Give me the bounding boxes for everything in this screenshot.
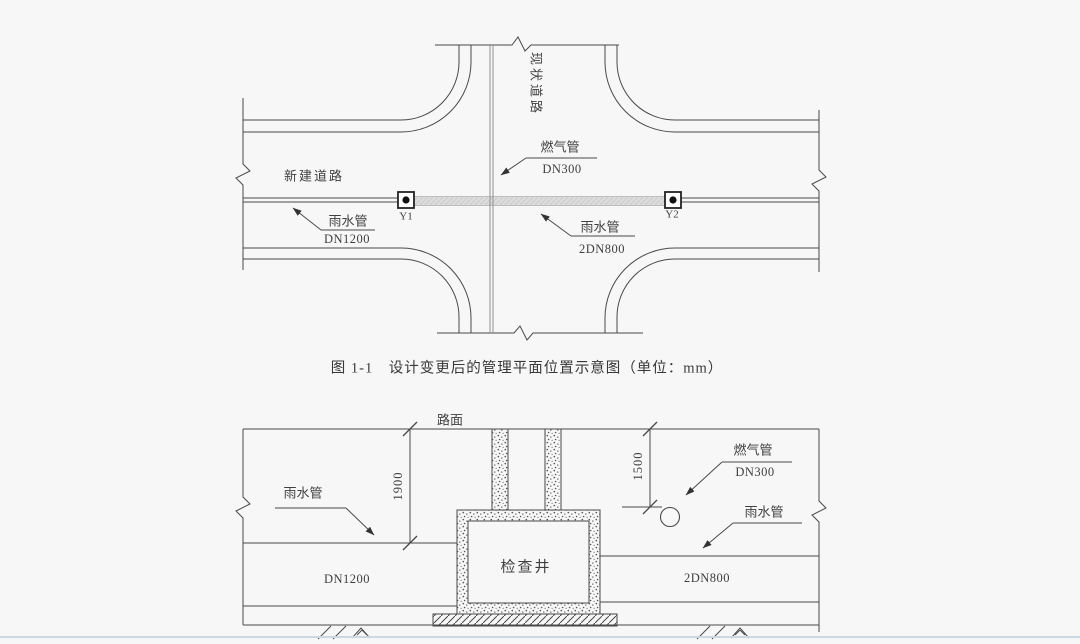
- label-plan-rain-right: 雨水管: [580, 219, 620, 235]
- label-road-surface: 路面: [436, 412, 464, 428]
- section-view: [235, 421, 827, 640]
- dimension-1900: [402, 421, 418, 551]
- manhole-marker-y1: [397, 191, 415, 209]
- plan-gas-pipe-line: [489, 45, 494, 333]
- label-depth-1900: 1900: [390, 471, 405, 501]
- label-inspection-well: 检查井: [500, 559, 552, 576]
- plan-road-edges: [243, 45, 819, 333]
- label-sec-gas-pipe: 燃气管: [733, 442, 773, 458]
- label-plan-gas-pipe: 燃气管: [540, 139, 580, 155]
- page-divider: [0, 636, 1080, 638]
- label-plan-rain-left: 雨水管: [328, 213, 368, 229]
- label-plan-rain-right-spec: 2DN800: [578, 241, 626, 256]
- figure-caption: 图 1-1 设计变更后的管理平面位置示意图（单位：mm）: [330, 360, 724, 377]
- label-manhole-y1: Y1: [399, 210, 413, 223]
- label-sec-rain-right: 雨水管: [744, 504, 784, 520]
- dimension-1500: [622, 421, 662, 515]
- label-new-road: 新建道路: [283, 168, 345, 184]
- plan-leaders: [292, 157, 635, 237]
- label-plan-gas-spec: DN300: [542, 161, 582, 176]
- label-depth-1500: 1500: [630, 451, 645, 481]
- plan-view: [235, 36, 827, 341]
- label-sec-rain-left: 雨水管: [283, 485, 323, 501]
- section-boundaries: [235, 428, 827, 632]
- label-manhole-y2: Y2: [665, 208, 679, 221]
- plan-rain-pipe-lines: [243, 197, 819, 203]
- plan-break-lines: [235, 36, 827, 341]
- label-plan-rain-left-spec: DN1200: [323, 231, 371, 246]
- manhole-marker-y2: [664, 191, 682, 209]
- section-leaders: [275, 461, 802, 549]
- inspection-well: [432, 428, 618, 627]
- label-existing-road: 现状道路: [528, 51, 544, 117]
- section-gas-pipe-circle: [659, 506, 681, 528]
- label-sec-pipe-right-spec: 2DN800: [683, 570, 731, 585]
- plan-rain-pipe-band: [413, 196, 666, 206]
- label-sec-pipe-left-spec: DN1200: [323, 571, 371, 586]
- label-sec-gas-spec: DN300: [735, 464, 775, 479]
